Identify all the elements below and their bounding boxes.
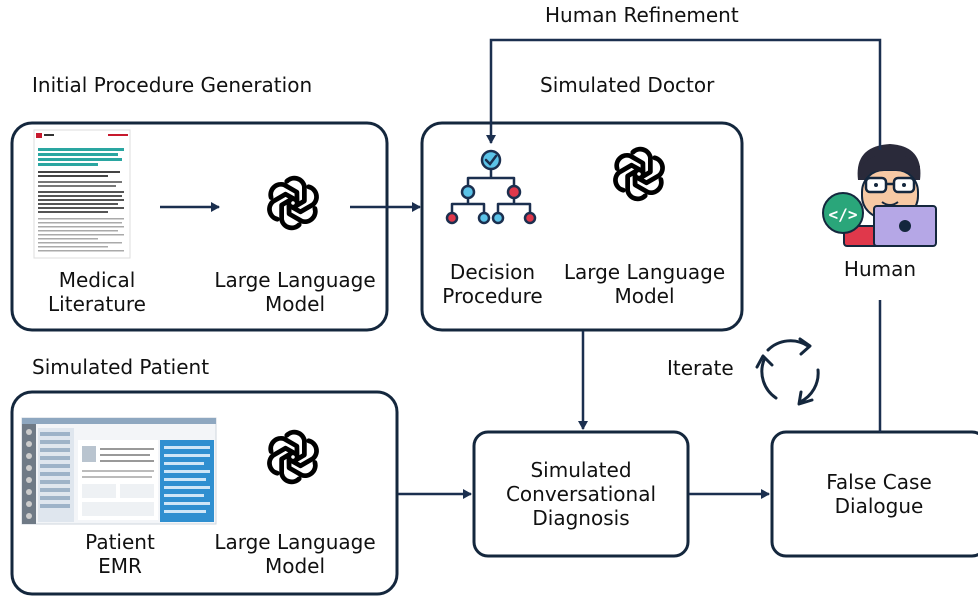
initial-llm-label: Large Language Model — [210, 268, 380, 316]
diagnosis-line2: Conversational — [505, 482, 657, 506]
false-case-line1: False Case — [826, 470, 932, 494]
patient-emr-label: Patient EMR — [60, 530, 180, 578]
medical-literature-label: Medical Literature — [22, 268, 172, 316]
human-refinement-heading: Human Refinement — [545, 3, 739, 27]
arrow-human-refinement — [486, 38, 882, 150]
false-case-line2: Dialogue — [834, 494, 924, 518]
diagnosis-line1: Simulated — [530, 458, 632, 482]
initial-llm-line1: Large Language — [214, 268, 376, 292]
decision-tree-icon — [445, 149, 537, 225]
medical-literature-document — [33, 129, 131, 259]
decision-procedure-line2: Procedure — [442, 284, 543, 308]
iterate-label: Iterate — [667, 356, 734, 380]
decision-procedure-label: Decision Procedure — [430, 260, 555, 308]
svg-text:</>: </> — [829, 205, 858, 224]
decision-procedure-line1: Decision — [449, 260, 536, 284]
patient-llm-line2: Model — [264, 554, 326, 578]
diagnosis-line3: Diagnosis — [532, 506, 630, 530]
patient-llm-line1: Large Language — [214, 530, 376, 554]
initial-llm-line2: Model — [264, 292, 326, 316]
diagnosis-label: Simulated Conversational Diagnosis — [476, 458, 686, 530]
initial-procedure-heading: Initial Procedure Generation — [32, 73, 313, 97]
patient-emr-screen — [21, 417, 217, 525]
diagnosis-box — [472, 430, 690, 558]
iterate-cycle-icon — [755, 337, 820, 406]
simulated-patient-heading: Simulated Patient — [32, 355, 210, 379]
human-label: Human — [843, 257, 917, 281]
doctor-llm-line2: Model — [614, 284, 675, 308]
patient-emr-line2: EMR — [98, 554, 142, 578]
patient-emr-line1: Patient — [85, 530, 155, 554]
medical-literature-line1: Medical — [58, 268, 136, 292]
doctor-llm-line1: Large Language — [563, 260, 726, 284]
false-case-label: False Case Dialogue — [774, 470, 978, 518]
human-developer-icon: </> — [822, 144, 937, 247]
simulated-doctor-heading: Simulated Doctor — [540, 73, 715, 97]
doctor-llm-label: Large Language Model — [557, 260, 732, 308]
medical-literature-line2: Literature — [48, 292, 146, 316]
patient-llm-label: Large Language Model — [210, 530, 380, 578]
